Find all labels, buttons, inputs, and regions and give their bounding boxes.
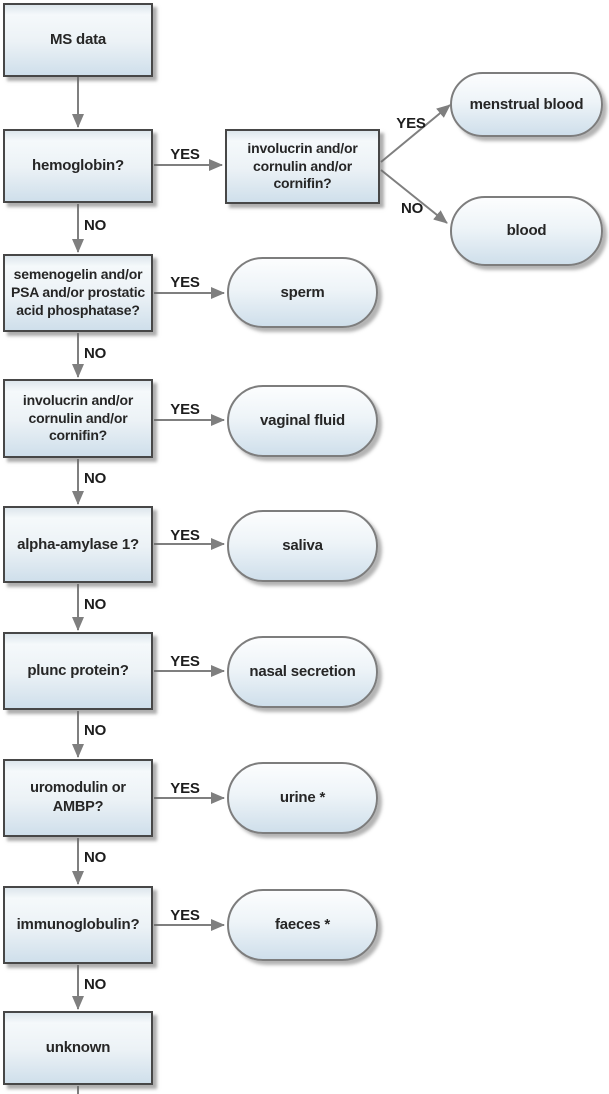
edge-label-invtop-no: NO bbox=[400, 200, 424, 217]
node-label: sperm bbox=[280, 283, 325, 301]
node-label: MS data bbox=[49, 31, 107, 49]
node-semenogelin-psa-pap: semenogelin and/or PSA and/or prostatic … bbox=[3, 254, 153, 332]
node-nasal-secretion: nasal secretion bbox=[227, 636, 378, 708]
edge-label-alpha-yes: YES bbox=[170, 527, 200, 544]
node-hemoglobin: hemoglobin? bbox=[3, 129, 153, 203]
edge-label-alpha-no: NO bbox=[84, 596, 107, 613]
node-faeces: faeces * bbox=[227, 889, 378, 961]
node-label: urine * bbox=[279, 789, 326, 807]
node-sperm: sperm bbox=[227, 257, 378, 328]
edge-label-invleft-yes: YES bbox=[170, 401, 200, 418]
edge-label-immuno-yes: YES bbox=[170, 907, 200, 924]
node-alpha-amylase: alpha-amylase 1? bbox=[3, 506, 153, 583]
edge-label-plunc-no: NO bbox=[84, 722, 107, 739]
edge-invtop-yes bbox=[380, 104, 451, 163]
node-label: alpha-amylase 1? bbox=[17, 535, 139, 553]
node-uromodulin-ambp: uromodulin or AMBP? bbox=[3, 759, 153, 837]
node-label: immunoglobulin? bbox=[16, 916, 140, 934]
node-vaginal-fluid: vaginal fluid bbox=[227, 385, 378, 457]
node-label: semenogelin and/or PSA and/or prostatic … bbox=[11, 266, 145, 318]
node-label: hemoglobin? bbox=[32, 157, 124, 175]
node-saliva: saliva bbox=[227, 510, 378, 582]
edge-label-uromodulin-no: NO bbox=[84, 849, 107, 866]
edge-label-plunc-yes: YES bbox=[170, 653, 200, 670]
edge-label-semenogelin-yes: YES bbox=[170, 274, 200, 291]
edge-label-immuno-no: NO bbox=[84, 976, 107, 993]
node-immunoglobulin: immunoglobulin? bbox=[3, 886, 153, 964]
node-label: nasal secretion bbox=[249, 663, 356, 681]
node-label: uromodulin or AMBP? bbox=[30, 780, 126, 815]
node-label: blood bbox=[506, 222, 547, 240]
edge-label-semenogelin-no: NO bbox=[84, 345, 107, 362]
node-label: unknown bbox=[45, 1039, 111, 1057]
node-unknown: unknown bbox=[3, 1011, 153, 1085]
node-involucrin-cornulin-cornifin: involucrin and/or cornulin and/or cornif… bbox=[3, 379, 153, 458]
node-label: faeces * bbox=[274, 916, 331, 934]
node-label: vaginal fluid bbox=[260, 412, 345, 430]
node-label: involucrin and/or cornulin and/or cornif… bbox=[22, 391, 134, 444]
node-urine: urine * bbox=[227, 762, 378, 834]
node-plunc-protein: plunc protein? bbox=[3, 632, 153, 710]
node-label: plunc protein? bbox=[27, 662, 129, 680]
node-label: menstrual blood bbox=[469, 95, 584, 113]
edge-label-hemoglobin-yes: YES bbox=[170, 146, 200, 163]
node-ms-data: MS data bbox=[3, 3, 153, 77]
edge-label-invtop-yes: YES bbox=[396, 115, 426, 132]
node-label: saliva bbox=[282, 537, 323, 555]
edge-label-hemoglobin-no: NO bbox=[84, 217, 107, 234]
edge-label-uromodulin-yes: YES bbox=[170, 780, 200, 797]
node-menstrual-blood: menstrual blood bbox=[450, 72, 603, 137]
edge-label-invleft-no: NO bbox=[84, 470, 107, 487]
node-label: involucrin and/or cornulin and/or cornif… bbox=[247, 139, 358, 192]
node-blood: blood bbox=[450, 196, 603, 266]
node-involucrin-cornulin-cornifin-top: involucrin and/or cornulin and/or cornif… bbox=[225, 129, 380, 204]
